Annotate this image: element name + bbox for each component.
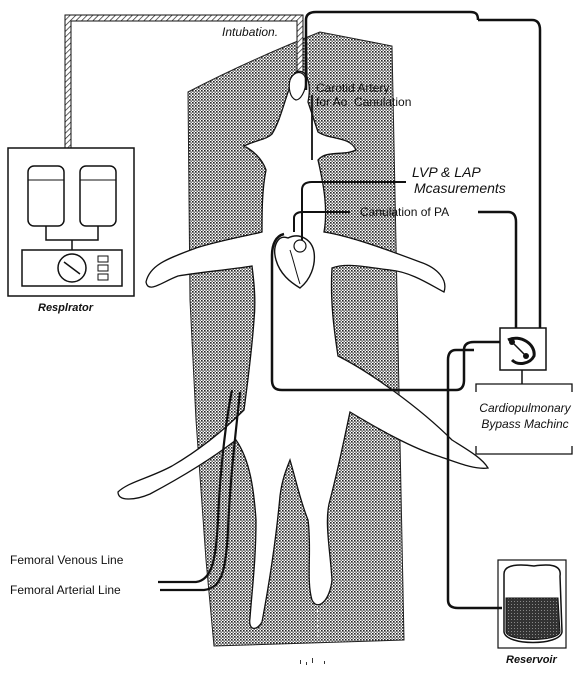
lvp-label-line2: Mcasurements — [414, 180, 506, 196]
bypass-pump — [500, 328, 546, 370]
respirator-bellows-left — [28, 166, 64, 226]
reservoir-bag — [498, 560, 566, 648]
femoral-venous-label: Femoral Venous Line — [10, 554, 123, 568]
bypass-label-line1: Cardiopulmonary — [478, 402, 572, 416]
heart-cannula-site — [294, 240, 306, 252]
respirator-bellows-right — [80, 166, 116, 226]
bottom-specks — [300, 658, 325, 665]
arterial-return-line — [478, 20, 540, 330]
canulation-pa-label: Canulation of PA — [360, 206, 449, 220]
lvp-label-line1: LVP & LAP — [412, 164, 481, 180]
bypass-label-line2: Bypass Machinc — [478, 418, 572, 432]
carotid-label-line1: Carotid Artery — [316, 82, 389, 96]
femoral-arterial-label: Femoral Arterial Line — [10, 584, 121, 598]
respirator-machine — [8, 148, 134, 296]
carotid-label-line2: for Ao. Canulation — [316, 96, 411, 110]
reservoir-line — [448, 350, 502, 608]
respirator-label: Resplrator — [38, 302, 93, 315]
reservoir-label: Reservoir — [506, 654, 557, 667]
intubation-label: Intubation. — [222, 26, 278, 40]
